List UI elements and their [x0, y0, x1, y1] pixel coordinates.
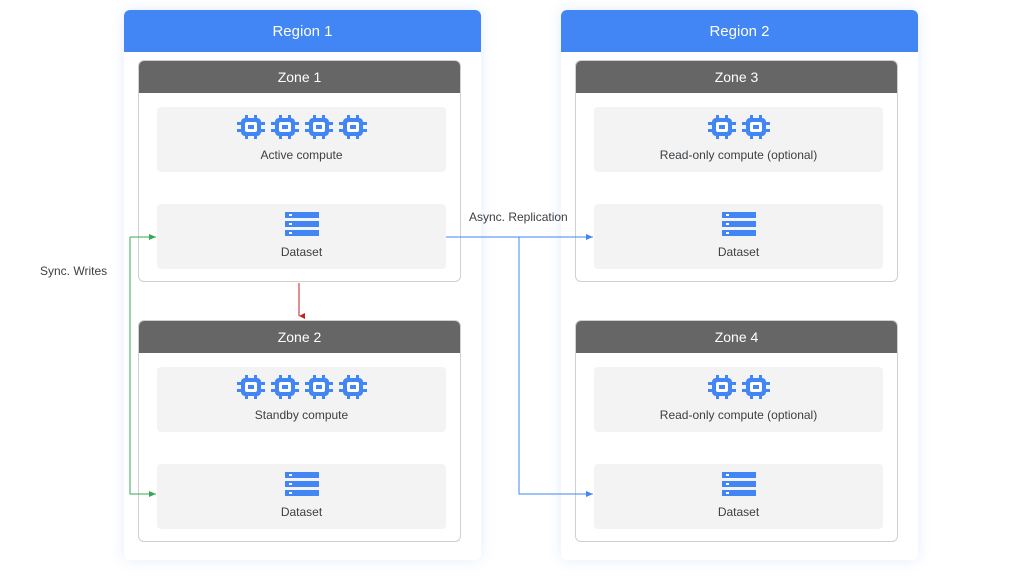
compute-box: Read-only compute (optional)	[594, 367, 883, 432]
cpu-chip-icon	[304, 115, 333, 144]
storage-icon	[721, 212, 756, 241]
sync-writes-label: Sync. Writes	[40, 264, 108, 278]
dataset-label: Dataset	[280, 244, 323, 259]
zone-3: Zone 3 Read-only compute (optional) Data…	[575, 60, 898, 282]
cpu-chip-icon	[338, 375, 367, 404]
cpu-chip-icon	[236, 115, 265, 144]
cpu-chip-icon	[270, 115, 299, 144]
zone-2: Zone 2 Standby compute Dataset	[138, 320, 461, 542]
cpu-chip-icon	[236, 375, 265, 404]
compute-label: Read-only compute (optional)	[659, 147, 818, 162]
storage-icon	[284, 212, 319, 241]
dataset-label: Dataset	[280, 504, 323, 519]
cpu-chip-icon	[707, 375, 736, 404]
compute-box: Standby compute	[157, 367, 446, 432]
storage-icon	[284, 472, 319, 501]
cpu-chip-icon	[270, 375, 299, 404]
cpu-chip-icon	[304, 375, 333, 404]
dataset-label: Dataset	[717, 504, 760, 519]
zone-4: Zone 4 Read-only compute (optional) Data…	[575, 320, 898, 542]
region-title: Region 2	[561, 10, 918, 52]
dataset-box: Dataset	[594, 204, 883, 269]
region-2: Region 2 Zone 3 Read-only compute (option…	[561, 10, 918, 560]
region-title: Region 1	[124, 10, 481, 52]
compute-label: Standby compute	[254, 407, 349, 422]
compute-label: Active compute	[260, 147, 343, 162]
zone-1: Zone 1 Active compute Dataset	[138, 60, 461, 282]
dataset-box: Dataset	[594, 464, 883, 529]
storage-icon	[721, 472, 756, 501]
cpu-chip-icon	[741, 375, 770, 404]
cpu-chip-icon	[741, 115, 770, 144]
cpu-chip-icon	[707, 115, 736, 144]
zone-title: Zone 4	[576, 321, 897, 353]
compute-label: Read-only compute (optional)	[659, 407, 818, 422]
dataset-box: Dataset	[157, 204, 446, 269]
zone-title: Zone 2	[139, 321, 460, 353]
zone-title: Zone 3	[576, 61, 897, 93]
zone-title: Zone 1	[139, 61, 460, 93]
compute-box: Active compute	[157, 107, 446, 172]
dataset-box: Dataset	[157, 464, 446, 529]
dataset-label: Dataset	[717, 244, 760, 259]
async-replication-label: Async. Replication	[469, 210, 568, 224]
compute-box: Read-only compute (optional)	[594, 107, 883, 172]
cpu-chip-icon	[338, 115, 367, 144]
